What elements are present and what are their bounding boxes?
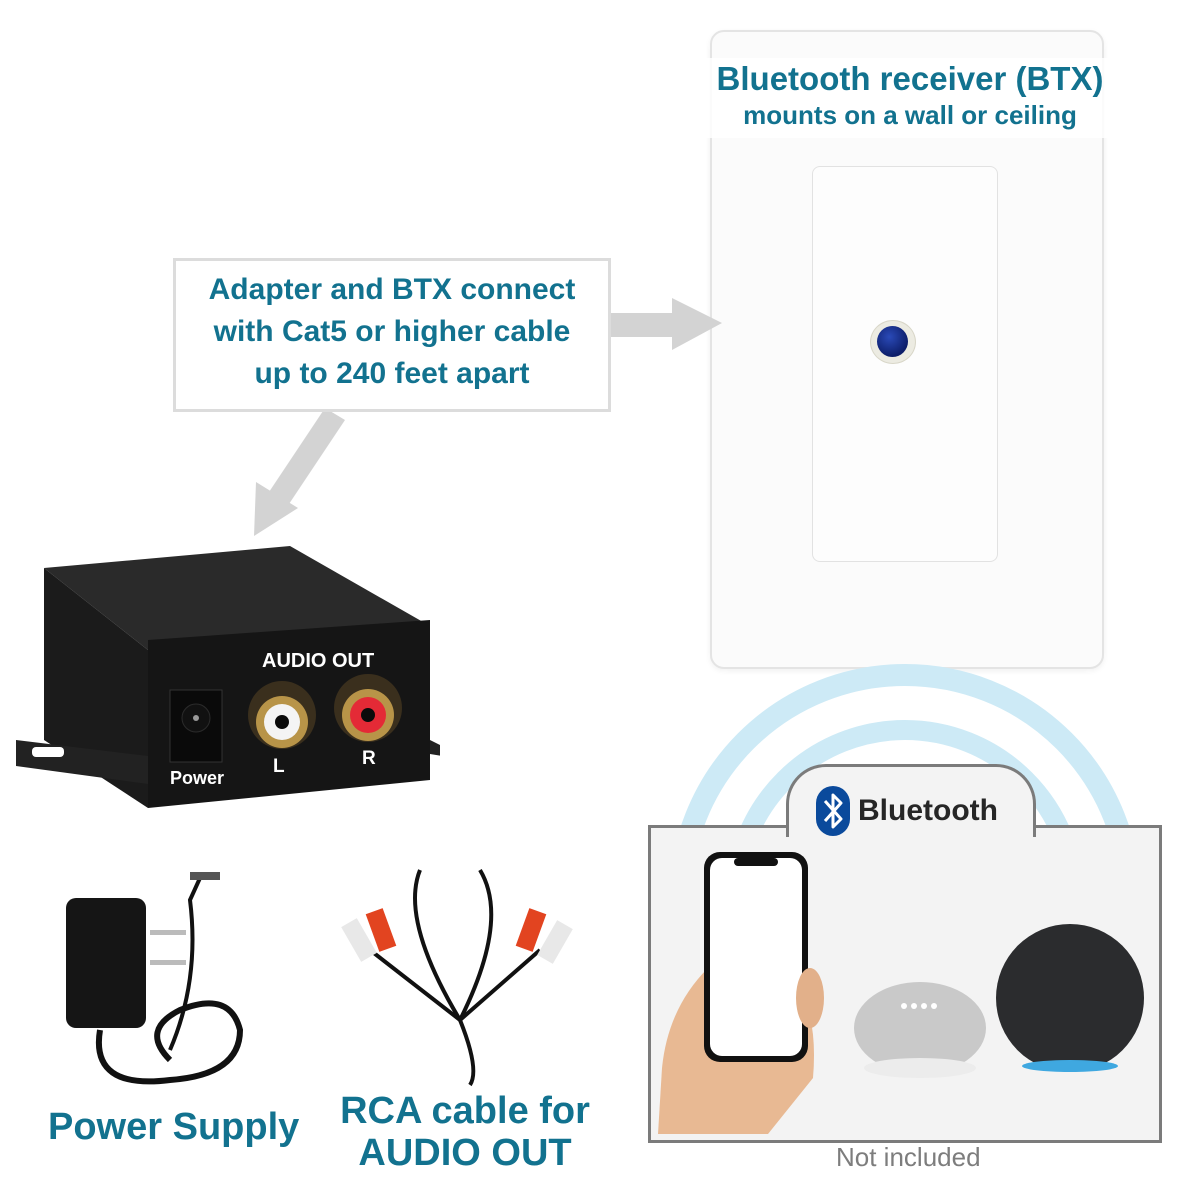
bluetooth-icon bbox=[816, 786, 850, 836]
audio-adapter bbox=[16, 546, 440, 808]
right-channel-label: R bbox=[362, 748, 376, 769]
arrow-down-left-icon bbox=[254, 408, 345, 536]
callout-line-1: Adapter and BTX connect bbox=[208, 273, 576, 306]
power-supply-icon bbox=[66, 872, 244, 1085]
wall-plate-insert bbox=[812, 166, 998, 562]
receiver-title: Bluetooth receiver (BTX) bbox=[716, 60, 1104, 97]
callout-line-2: with Cat5 or higher cable bbox=[213, 315, 571, 348]
not-included-note: Not included bbox=[836, 1142, 981, 1172]
rca-jack-left-icon bbox=[248, 681, 316, 749]
connection-callout: Adapter and BTX connect with Cat5 or hig… bbox=[173, 258, 611, 412]
receiver-caption: Bluetooth receiver (BTX) mounts on a wal… bbox=[680, 58, 1140, 138]
mount-slot bbox=[32, 747, 64, 757]
left-channel-label: L bbox=[273, 756, 285, 777]
callout-line-3: up to 240 feet apart bbox=[254, 357, 530, 390]
smart-speaker-mini-icon bbox=[854, 982, 986, 1078]
smart-speaker-sphere-icon bbox=[996, 924, 1144, 1072]
devices-illustration bbox=[658, 852, 1144, 1134]
receiver-subtitle: mounts on a wall or ceiling bbox=[743, 100, 1077, 130]
arrow-right-icon bbox=[607, 298, 722, 350]
rca-cable-label: RCA cable for AUDIO OUT bbox=[330, 1090, 600, 1174]
smartphone-in-hand-icon bbox=[658, 852, 824, 1134]
rca-label-line-2: AUDIO OUT bbox=[358, 1132, 572, 1174]
bluetooth-label: Bluetooth bbox=[858, 794, 998, 827]
power-port-label: Power bbox=[170, 768, 225, 788]
rca-cable-icon bbox=[341, 868, 573, 1087]
rca-label-line-1: RCA cable for bbox=[340, 1090, 590, 1132]
tab-joint bbox=[789, 823, 1027, 833]
blue-led-indicator-icon bbox=[877, 326, 908, 357]
rca-jack-right-icon bbox=[334, 674, 402, 742]
audio-out-label: AUDIO OUT bbox=[262, 650, 375, 672]
power-supply-label: Power Supply bbox=[48, 1106, 300, 1148]
